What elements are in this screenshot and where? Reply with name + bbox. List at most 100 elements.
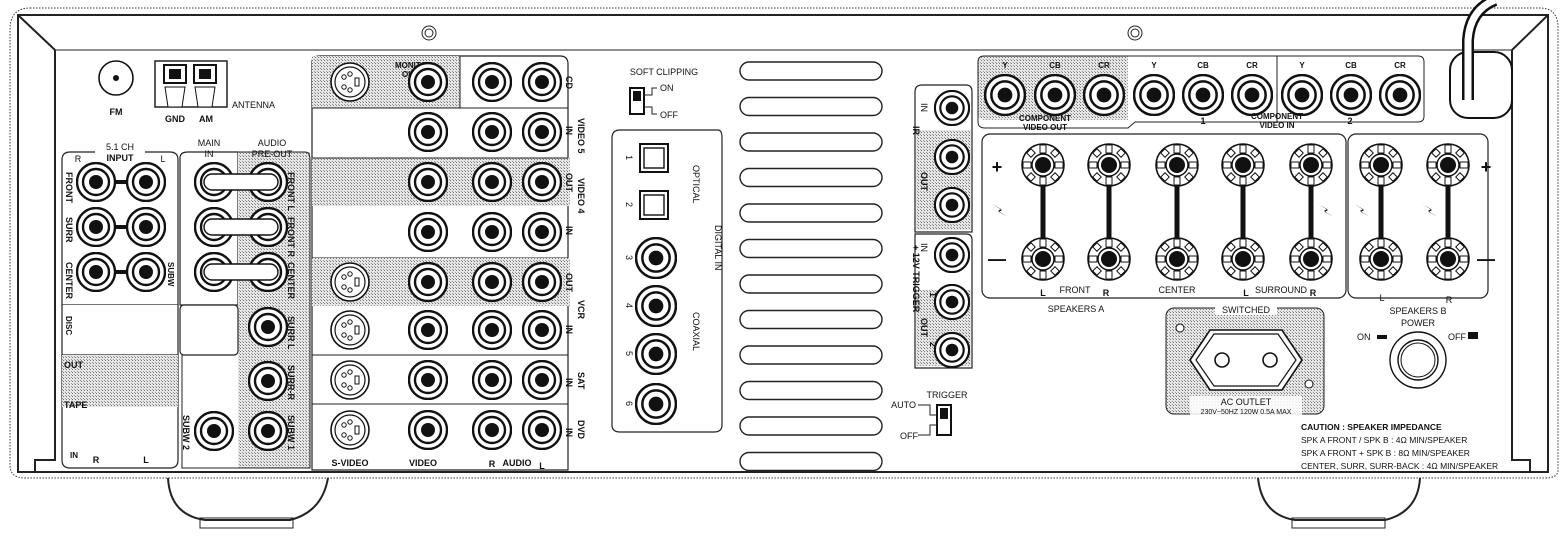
- speakers-b-minus-terminal[interactable]: [1426, 237, 1470, 281]
- rca-jack[interactable]: [472, 62, 512, 102]
- monitor-out-svideo-jack[interactable]: [330, 62, 370, 102]
- rca-jack[interactable]: [472, 112, 512, 152]
- ir-out-label: OUT: [919, 172, 929, 192]
- digital-number-label: 5: [624, 351, 634, 356]
- coaxial-input-6[interactable]: [635, 383, 677, 425]
- rca-jack[interactable]: [408, 112, 448, 152]
- caution-block: CAUTION : SPEAKER IMPEDANCE SPK A FRONT …: [1301, 422, 1498, 471]
- power-button[interactable]: [1389, 331, 1447, 389]
- speakers-b-minus-terminal[interactable]: [1359, 237, 1403, 281]
- component-in-y-jack[interactable]: [1281, 74, 1323, 116]
- rca-jack[interactable]: [408, 212, 448, 252]
- input-5-1ch-r-label: R: [75, 154, 82, 164]
- ir-out-jack[interactable]: [934, 187, 970, 223]
- component-out-cb-jack[interactable]: [1034, 74, 1076, 116]
- component-in-cb-jack[interactable]: [1330, 74, 1372, 116]
- soft-clipping-switch[interactable]: [629, 87, 645, 115]
- video4-in-label: IN: [564, 226, 574, 235]
- optical-input-2[interactable]: [639, 190, 669, 220]
- speakers-a-minus-terminal[interactable]: [1021, 237, 1065, 281]
- trigger-off-label: OFF: [900, 431, 918, 441]
- component-in-cr-jack[interactable]: [1379, 74, 1421, 116]
- speakers-a-plus-terminal[interactable]: [1289, 143, 1333, 187]
- trigger-in-jack[interactable]: [934, 237, 970, 273]
- speakers-a-minus-label: —: [988, 249, 1006, 269]
- coaxial-input-5[interactable]: [635, 333, 677, 375]
- preout-jack[interactable]: [248, 411, 288, 451]
- trigger-switch[interactable]: [936, 404, 952, 436]
- svideo-jack[interactable]: [330, 262, 370, 302]
- rca-jack[interactable]: [472, 410, 512, 450]
- speakers-a-plus-terminal[interactable]: [1021, 143, 1065, 187]
- rca-jack[interactable]: [472, 212, 512, 252]
- rca-jack[interactable]: [522, 62, 562, 102]
- rca-jack[interactable]: [472, 310, 512, 350]
- rca-jack[interactable]: [472, 162, 512, 202]
- rca-jack[interactable]: [408, 262, 448, 302]
- speakers-a-plus-terminal[interactable]: [1221, 143, 1265, 187]
- power-label: POWER: [1401, 318, 1436, 328]
- rca-jack[interactable]: [522, 410, 562, 450]
- component-cb-label: CB: [1197, 61, 1209, 70]
- tape-label: TAPE: [64, 400, 87, 410]
- rca-jack[interactable]: [76, 207, 116, 247]
- sat-label: SAT: [576, 372, 586, 390]
- component-out-y-jack[interactable]: [984, 74, 1026, 116]
- input-5-1ch-l-label: L: [160, 154, 165, 164]
- rca-jack[interactable]: [522, 212, 562, 252]
- speakers-a-minus-terminal[interactable]: [1221, 237, 1265, 281]
- component-in-cb-jack[interactable]: [1182, 74, 1224, 116]
- jumper-bar[interactable]: [203, 263, 279, 281]
- preout-jack[interactable]: [248, 361, 288, 401]
- rca-jack[interactable]: [408, 310, 448, 350]
- component-in-cr-jack[interactable]: [1231, 74, 1273, 116]
- trigger-out-jack[interactable]: [934, 332, 970, 368]
- component-in-y-jack[interactable]: [1133, 74, 1175, 116]
- rca-jack[interactable]: [522, 262, 562, 302]
- rca-jack[interactable]: [472, 262, 512, 302]
- rca-jack[interactable]: [126, 162, 166, 202]
- optical-label: OPTICAL: [691, 165, 701, 204]
- jumper-bar[interactable]: [203, 173, 279, 191]
- preout-subw2-jack[interactable]: [194, 411, 234, 451]
- speakers-a-minus-terminal[interactable]: [1087, 237, 1131, 281]
- rca-jack[interactable]: [408, 360, 448, 400]
- ir-in-jack[interactable]: [934, 90, 970, 126]
- component-out-cr-jack[interactable]: [1083, 74, 1125, 116]
- speakers-b-plus-terminal[interactable]: [1426, 143, 1470, 187]
- speakers-a-minus-terminal[interactable]: [1155, 237, 1199, 281]
- speakers-a-plus-terminal[interactable]: [1155, 143, 1199, 187]
- preout-center-label: CENTER: [286, 262, 296, 300]
- rca-jack[interactable]: [522, 112, 562, 152]
- rca-jack[interactable]: [76, 252, 116, 292]
- jumper-bar[interactable]: [203, 218, 279, 236]
- trigger-out-jack[interactable]: [934, 284, 970, 320]
- svideo-jack[interactable]: [330, 360, 370, 400]
- fm-antenna-jack[interactable]: [98, 60, 134, 96]
- svideo-jack[interactable]: [330, 410, 370, 450]
- coaxial-input-3[interactable]: [635, 237, 677, 279]
- optical-input-1[interactable]: [639, 143, 669, 173]
- rca-jack[interactable]: [522, 162, 562, 202]
- preout-jack[interactable]: [248, 307, 288, 347]
- speakers-a-minus-terminal[interactable]: [1289, 237, 1333, 281]
- rca-jack[interactable]: [76, 162, 116, 202]
- svideo-jack[interactable]: [330, 310, 370, 350]
- ac-outlet-socket[interactable]: [1189, 329, 1303, 391]
- rca-jack[interactable]: [408, 162, 448, 202]
- rca-jack[interactable]: [408, 62, 448, 102]
- rca-jack[interactable]: [126, 252, 166, 292]
- ir-out-jack[interactable]: [934, 139, 970, 175]
- rca-jack[interactable]: [522, 310, 562, 350]
- speakers-b-plus-terminal[interactable]: [1359, 143, 1403, 187]
- speakers-a-plus-terminal[interactable]: [1087, 143, 1131, 187]
- coaxial-input-4[interactable]: [635, 285, 677, 327]
- rca-jack[interactable]: [126, 207, 166, 247]
- rca-jack[interactable]: [522, 360, 562, 400]
- rca-jack[interactable]: [472, 360, 512, 400]
- am-antenna-terminal[interactable]: [154, 60, 228, 108]
- preout-subw2-label: SUBW 2: [181, 415, 191, 450]
- component-y-label: Y: [1151, 61, 1157, 70]
- rca-jack[interactable]: [408, 410, 448, 450]
